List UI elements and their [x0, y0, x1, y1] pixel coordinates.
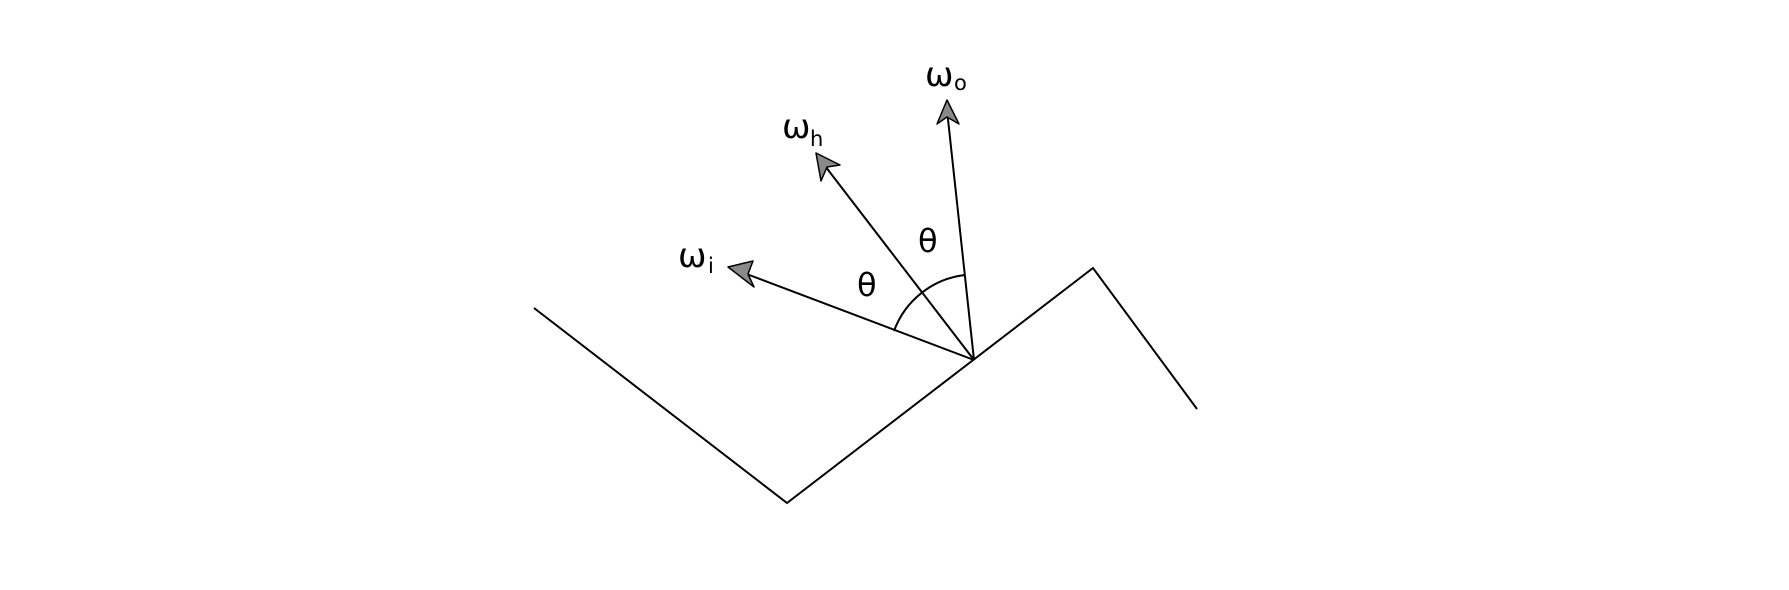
theta-label-2: θ [918, 222, 938, 260]
theta-label-1: θ [857, 266, 877, 304]
omega-o-label: ωo [925, 55, 967, 95]
omega-h-label: ωh [782, 107, 823, 151]
theta-arc [893, 274, 966, 332]
omega-i-arrowhead [727, 260, 755, 288]
omega-i-vector [743, 272, 975, 361]
microfacet-surface [533, 266, 1198, 505]
omega-h-arrowhead [815, 152, 841, 182]
omega-i-label: ωi [678, 236, 714, 278]
omega-h-vector [821, 161, 975, 361]
omega-o-vector [946, 109, 975, 361]
omega-o-arrowhead [936, 99, 960, 125]
